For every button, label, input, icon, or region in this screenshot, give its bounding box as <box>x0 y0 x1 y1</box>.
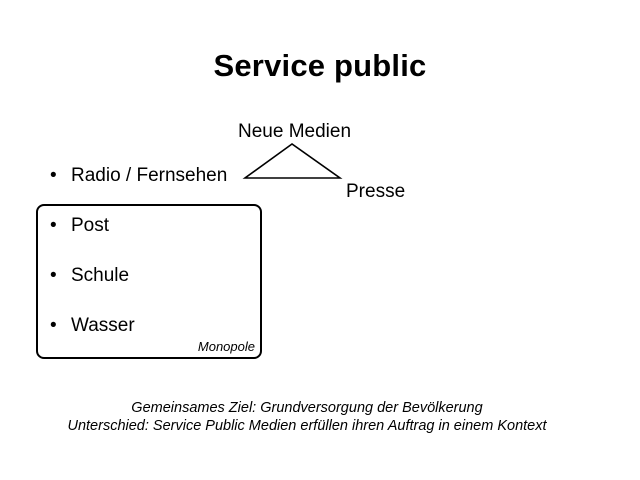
bullet-glyph: • <box>50 165 57 186</box>
triangle-top-label: Neue Medien <box>238 121 352 142</box>
bullet-item-schule: • Schule <box>50 265 129 287</box>
bullet-item-wasser: • Wasser <box>50 315 135 337</box>
footer-line-goal: Gemeinsames Ziel: Grundversorgung der Be… <box>131 400 483 416</box>
monopole-label: Monopole <box>197 339 255 354</box>
slide-title: Service public <box>213 48 427 83</box>
monopole-group-box: Monopole <box>36 204 262 359</box>
bullet-glyph: • <box>50 265 57 286</box>
bullet-text: Schule <box>71 265 130 286</box>
footer-line-difference: Unterschied: Service Public Medien erfül… <box>67 418 547 434</box>
bullet-text: Wasser <box>71 315 135 336</box>
triangle-shape <box>242 143 343 179</box>
bullet-text: Post <box>71 215 110 236</box>
bullet-item-post: • Post <box>50 215 109 237</box>
bullet-text: Radio / Fernsehen <box>71 165 228 186</box>
bullet-item-radio: • Radio / Fernsehen <box>50 165 227 187</box>
triangle-right-label: Presse <box>346 181 406 202</box>
bullet-glyph: • <box>50 215 57 236</box>
bullet-glyph: • <box>50 315 57 336</box>
